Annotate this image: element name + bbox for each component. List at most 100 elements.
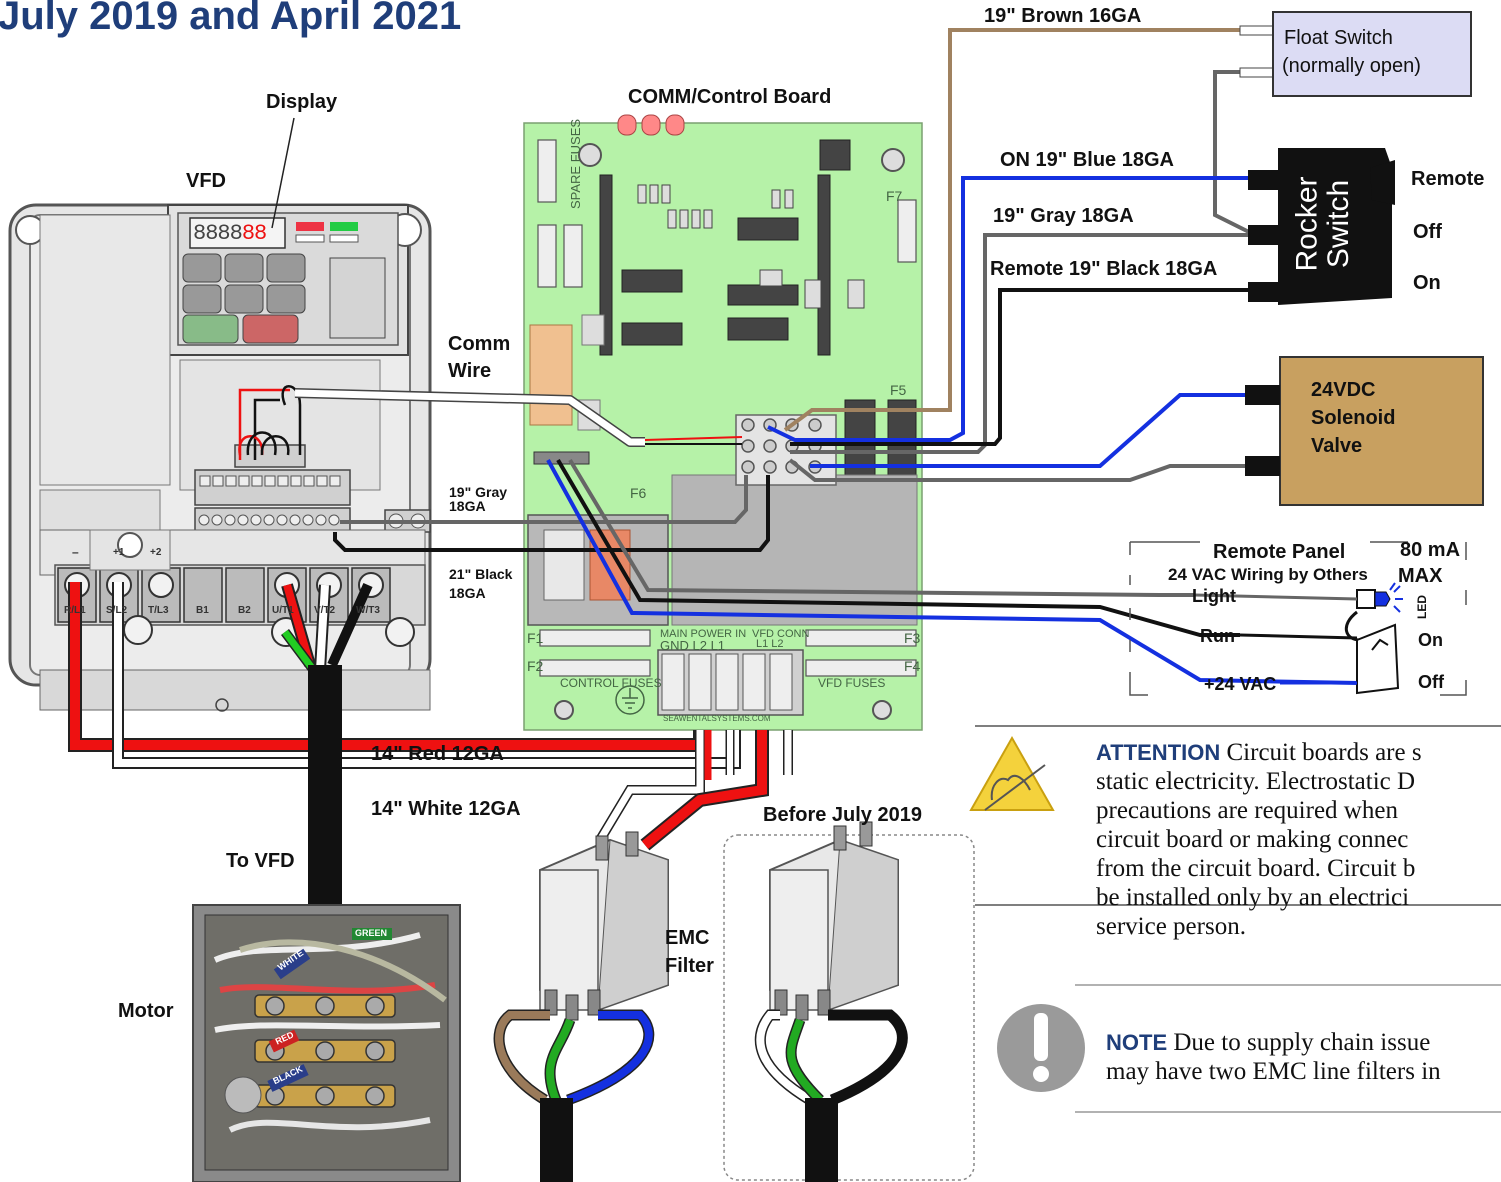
emc-filter	[539, 831, 669, 1021]
comm-wire-label-1: Comm	[448, 333, 511, 355]
attention-line-5: from the circuit board. Circuit b	[1096, 855, 1416, 882]
brown-wire-label: 19" Brown 16GA	[984, 5, 1142, 27]
attention-text-block: ATTENTION Circuit boards are s static el…	[1096, 738, 1501, 941]
note-text-block: NOTE Due to supply chain issue may have …	[1106, 1028, 1501, 1086]
panel-on-label: On	[1418, 630, 1443, 650]
attention-line-4: circuit board or making connec	[1096, 826, 1409, 853]
plus24vac-label: +24 VAC	[1204, 674, 1277, 694]
ma-80-label: 80 mA	[1400, 539, 1461, 561]
blue-on-18ga-wire	[767, 176, 1255, 442]
light-gray-wire	[568, 458, 1195, 597]
rocker-switch-text-2: Switch	[1322, 179, 1356, 269]
board-main-power-text: MAIN POWER IN	[660, 628, 747, 640]
old-emc-filter	[769, 821, 899, 1021]
float-switch-box	[1272, 11, 1472, 97]
vfd-terminal-w: W/T3	[356, 605, 380, 616]
vfd-label: VFD	[186, 170, 226, 192]
solenoid-gray-wire	[788, 458, 1255, 482]
old-emc-input-cable	[805, 1098, 838, 1182]
vfd-unit	[8, 203, 432, 712]
attention-heading: ATTENTION	[1096, 740, 1221, 765]
vfd-terminal-r: R/L1	[64, 605, 86, 616]
remote-panel-label: Remote Panel	[1213, 541, 1346, 563]
board-fuse-f6: F6	[630, 485, 647, 501]
board-fuse-f5: F5	[890, 382, 907, 398]
white-12ga-label: 14" White 12GA	[371, 798, 521, 820]
black-21-label-1: 21" Black	[449, 566, 513, 582]
emc-label-1: EMC	[665, 927, 710, 949]
vfd-control-wires	[238, 385, 302, 460]
vfd-bus-plus1: +1	[113, 547, 125, 558]
board-website-text: SEAWENTALSYSTEMS.COM	[663, 714, 771, 723]
note-heading: NOTE	[1106, 1030, 1168, 1055]
black-21-to-vfd-wire	[333, 475, 770, 552]
max-label: MAX	[1398, 565, 1443, 587]
solenoid-label-1: 24VDC	[1311, 379, 1376, 401]
light-label: Light	[1192, 586, 1236, 606]
board-vfd-fuses-text: VFD FUSES	[818, 676, 886, 690]
white-12ga-wire	[114, 582, 739, 767]
vfd-display-digits-red: 88	[241, 221, 267, 246]
blue-wire-label: ON 19" Blue 18GA	[1000, 149, 1174, 171]
emc-label-2: Filter	[665, 955, 714, 977]
display-label: Display	[266, 91, 338, 113]
gray-18ga-label-1: 19" Gray	[449, 484, 508, 500]
comm-board-label: COMM/Control Board	[628, 86, 832, 108]
gray-19-to-vfd-wire	[340, 475, 748, 524]
brown-16ga-wire	[783, 28, 1240, 432]
black-wire-label: Remote 19" Black 18GA	[990, 258, 1218, 280]
board-fuse-f7: F7	[886, 188, 903, 204]
note-line-2: may have two EMC line filters in	[1106, 1058, 1441, 1085]
attention-line-1-text: Circuit boards are s	[1220, 739, 1422, 766]
motor-junction-box	[192, 904, 461, 1182]
vfd-terminal-b2: B2	[238, 605, 251, 616]
gray-18ga-label-2: 18GA	[449, 498, 486, 514]
run-label: Run	[1200, 626, 1235, 646]
comm-wire-label-2: Wire	[448, 360, 492, 382]
solenoid-label-2: Solenoid	[1311, 407, 1396, 429]
wiring-by-others-label: 24 VAC Wiring by Others	[1168, 565, 1368, 584]
solenoid-valve	[1245, 356, 1484, 506]
black-21-label-2: 18GA	[449, 585, 486, 601]
float-switch-label-2: (normally open)	[1282, 55, 1421, 77]
attention-line-6: be installed only by an electrici	[1096, 884, 1410, 911]
exclamation-icon	[997, 1004, 1085, 1092]
board-l1l2-text: L1 L2	[756, 638, 784, 650]
motor-cable	[308, 665, 342, 905]
note-line-1-text: Due to supply chain issue	[1167, 1029, 1431, 1056]
vfd-terminal-b1: B1	[196, 605, 209, 616]
page-title: July 2019 and April 2021	[0, 0, 462, 38]
attention-line-7: service person.	[1096, 913, 1246, 940]
before-july-2019-label: Before July 2019	[763, 804, 922, 826]
solenoid-label-3: Valve	[1311, 435, 1363, 457]
off-position-label: Off	[1413, 221, 1442, 243]
attention-line-3: precautions are required when	[1096, 797, 1398, 824]
board-fuse-f1: F1	[527, 630, 544, 646]
esd-warning-icon	[969, 735, 1055, 811]
vfd-bus-plus2: +2	[150, 547, 162, 558]
on-position-label: On	[1413, 272, 1441, 294]
board-fuse-f2: F2	[527, 658, 544, 674]
vfd-terminal-v: V/T2	[314, 605, 336, 616]
note-line-1: NOTE Due to supply chain issue	[1106, 1028, 1501, 1057]
remote-panel	[1129, 541, 1467, 696]
board-spare-fuses-text: SPARE FUSES	[568, 119, 583, 209]
board-fuse-f4: F4	[904, 658, 921, 674]
vfd-display-window	[189, 217, 286, 249]
emc-input-cable	[540, 1098, 573, 1182]
motor-label: Motor	[118, 1000, 174, 1022]
board-gnd-text: GND L2 L1	[660, 638, 726, 653]
float-to-rocker-gray-wire	[1213, 70, 1256, 237]
gray-wire-label: 19" Gray 18GA	[993, 205, 1134, 227]
float-switch-label-1: Float Switch	[1284, 27, 1393, 49]
vfd-terminal-t: T/L3	[148, 605, 169, 616]
red-12ga-label: 14" Red 12GA	[371, 743, 504, 765]
rocker-switch-text-1: Rocker	[1290, 176, 1324, 272]
attention-line-2: static electricity. Electrostatic D	[1096, 768, 1416, 795]
vfd-display-digits: 888888	[193, 221, 267, 246]
vfd-bus-minus: –	[72, 545, 79, 559]
vfd-terminal-s: S/L2	[106, 605, 128, 616]
vfd-terminal-u: U/T1	[272, 605, 294, 616]
to-vfd-label: To VFD	[226, 850, 295, 872]
